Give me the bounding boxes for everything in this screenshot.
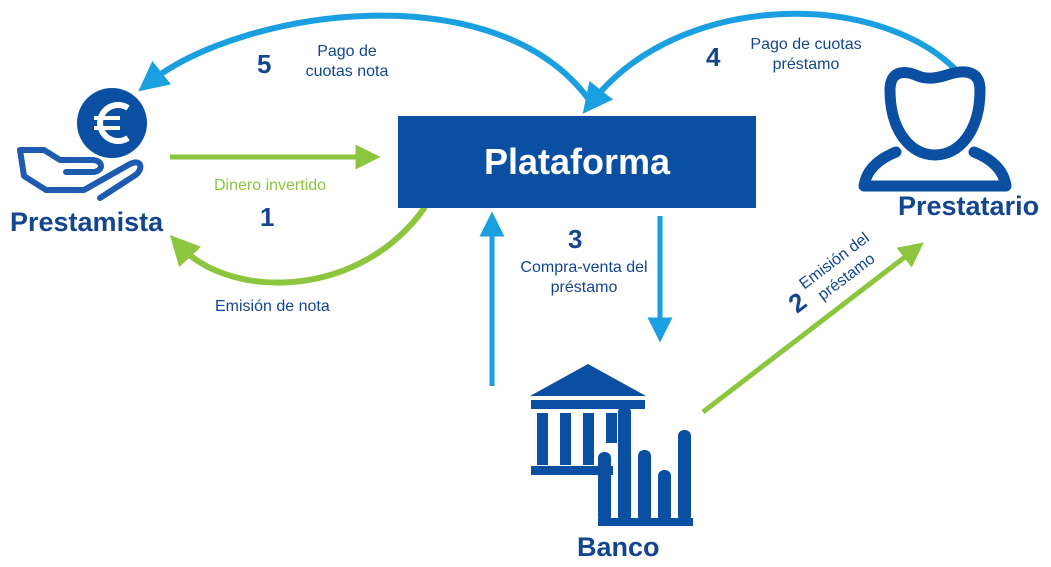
arrow-step5-payment-note: [138, 12, 595, 106]
arrow-step1-note-issue: [169, 205, 428, 286]
step3-number: 3: [568, 224, 583, 254]
step4-line2: préstamo: [772, 56, 840, 73]
platform-label: Plataforma: [483, 141, 671, 182]
arrow-step4-payment-loan: [582, 10, 961, 114]
step1-line2: Emisión de nota: [215, 298, 330, 315]
step5-line1: Pago de: [317, 43, 377, 60]
step4-number: 4: [706, 42, 721, 72]
step3-text: Compra-venta del préstamo: [499, 258, 669, 298]
lender-label: Prestamista: [10, 207, 164, 237]
step1-line1: Dinero invertido: [214, 177, 327, 194]
step4-line1: Pago de cuotas: [750, 36, 862, 53]
step5-line2: cuotas nota: [305, 63, 389, 80]
step3-line2: préstamo: [550, 279, 618, 296]
person-icon: [858, 66, 1012, 192]
step1-number: 1: [260, 202, 275, 232]
step5-number: 5: [257, 49, 272, 79]
step4-text: Pago de cuotas préstamo: [736, 35, 876, 75]
step3-line1: Compra-venta del: [520, 259, 648, 276]
step5-text: Pago de cuotas nota: [292, 42, 402, 82]
arrow-step2-loan-issue: [701, 242, 924, 414]
platform-box: Plataforma: [398, 116, 756, 208]
bank-building-chart-icon: [530, 364, 693, 526]
euro-hand-icon: [17, 88, 147, 201]
bank-label: Banco: [577, 532, 660, 562]
borrower-label: Prestatario: [898, 191, 1040, 221]
